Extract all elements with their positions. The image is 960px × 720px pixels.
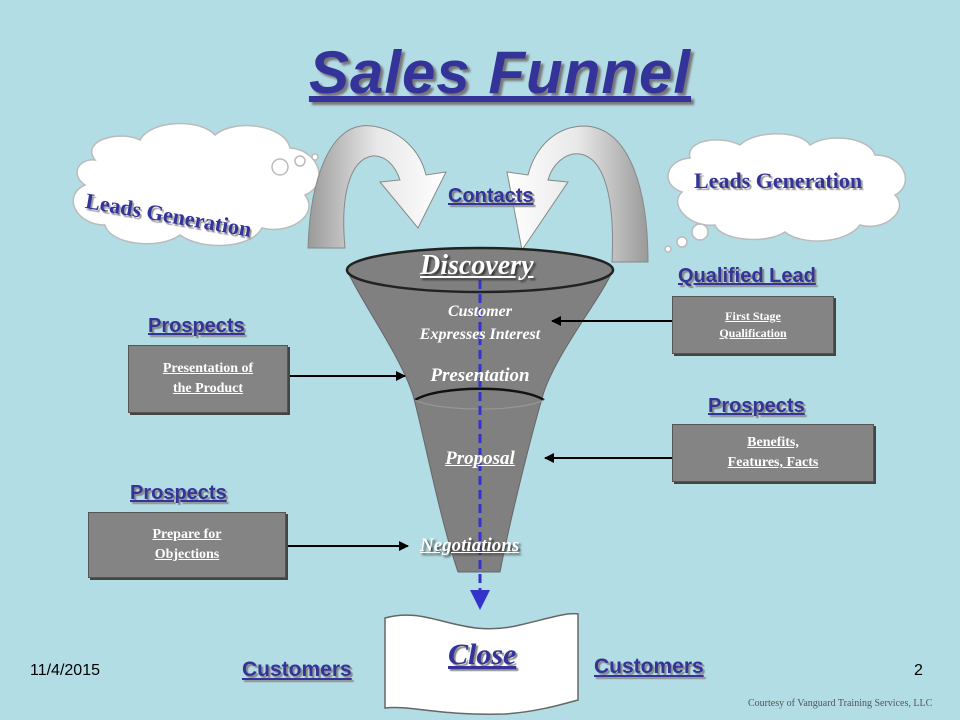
footer-credit: Courtesy of Vanguard Training Services, … [748,698,933,709]
left-curved-arrow [307,125,447,249]
customers-left-label: Customers [242,658,352,681]
first-stage-qualification-box: First Stage Qualification [672,296,834,354]
discovery-label: Discovery [420,250,534,281]
right-curved-arrow [506,125,649,263]
close-scroll [384,612,579,715]
footer-date: 11/4/2015 [30,662,100,679]
benefits-features-facts-box: Benefits, Features, Facts [672,424,874,482]
proposal-label: Proposal [445,448,515,469]
qualification-box-line-1: First Stage [725,308,781,323]
right-cloud-label: Leads Generation [694,168,863,193]
interest-line-1: Customer [447,303,512,320]
left-cloud [72,122,320,247]
customers-right-label: Customers [594,655,704,678]
presentation-of-product-box: Presentation of the Product [128,345,288,413]
prospects-objections-label: Prospects [130,482,227,504]
close-label: Close [448,638,517,671]
right-cloud [664,133,906,253]
benefits-box-line-1: Benefits, [747,434,799,450]
interest-line-2: Expresses Interest [419,326,541,343]
prospects-presentation-label: Prospects [148,315,245,337]
negotiations-label: Negotiations [420,535,520,556]
qualification-box-line-2: Qualification [719,326,787,340]
flow-arrowhead [470,590,490,610]
contacts-label: Contacts [448,185,534,207]
prospects-benefits-label: Prospects [708,395,805,417]
objections-box-line-1: Prepare for [152,526,222,542]
page-title: Sales Funnel [308,39,692,106]
objections-box-line-2: Objections [154,547,220,562]
presentation-box-line-1: Presentation of [162,360,254,376]
presentation-label: Presentation [430,365,530,386]
benefits-box-line-2: Features, Facts [727,455,819,470]
prepare-for-objections-box: Prepare for Objections [88,512,286,578]
qualified-lead-label: Qualified Lead [678,265,816,287]
footer-page-number: 2 [914,662,923,679]
presentation-box-line-2: the Product [172,381,244,396]
